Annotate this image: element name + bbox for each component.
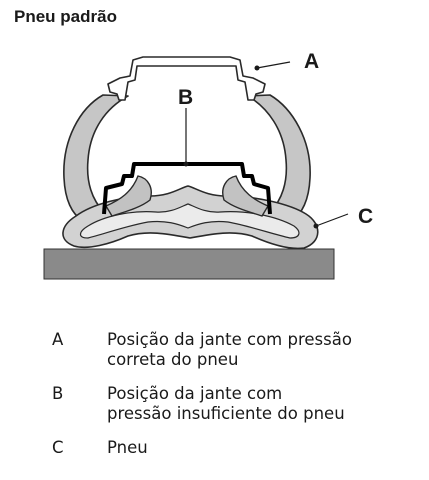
legend-text-b-line1: Posição da jante com (107, 384, 283, 403)
legend-letter-b: B (52, 384, 64, 403)
ground-surface (43, 248, 335, 280)
legend-letter-c: C (52, 438, 64, 457)
leader-dot-b (183, 161, 189, 167)
leader-dot-a (254, 65, 260, 71)
tire-flattened-inner (79, 203, 300, 239)
legend-letter-a: A (52, 330, 64, 349)
legend-text-b-line2: pressão insuficiente do pneu (107, 404, 345, 423)
legend-text-a-line1: Posição da jante com pressão (107, 330, 352, 349)
callout-a: A (304, 50, 319, 73)
bead-left (104, 175, 152, 217)
page-title: Pneu padrão (14, 7, 117, 26)
leader-line-a (256, 61, 291, 69)
bead-right (222, 175, 270, 217)
leader-dot-c (313, 223, 319, 229)
legend-text-c-line1: Pneu (107, 438, 148, 457)
tire-diagram: A B C (43, 50, 373, 280)
callout-c: C (358, 205, 373, 228)
callout-b: B (178, 86, 193, 109)
legend-text-a-line2: correta do pneu (107, 350, 239, 369)
rim-correct-position (107, 56, 266, 101)
leader-line-c (315, 213, 349, 227)
